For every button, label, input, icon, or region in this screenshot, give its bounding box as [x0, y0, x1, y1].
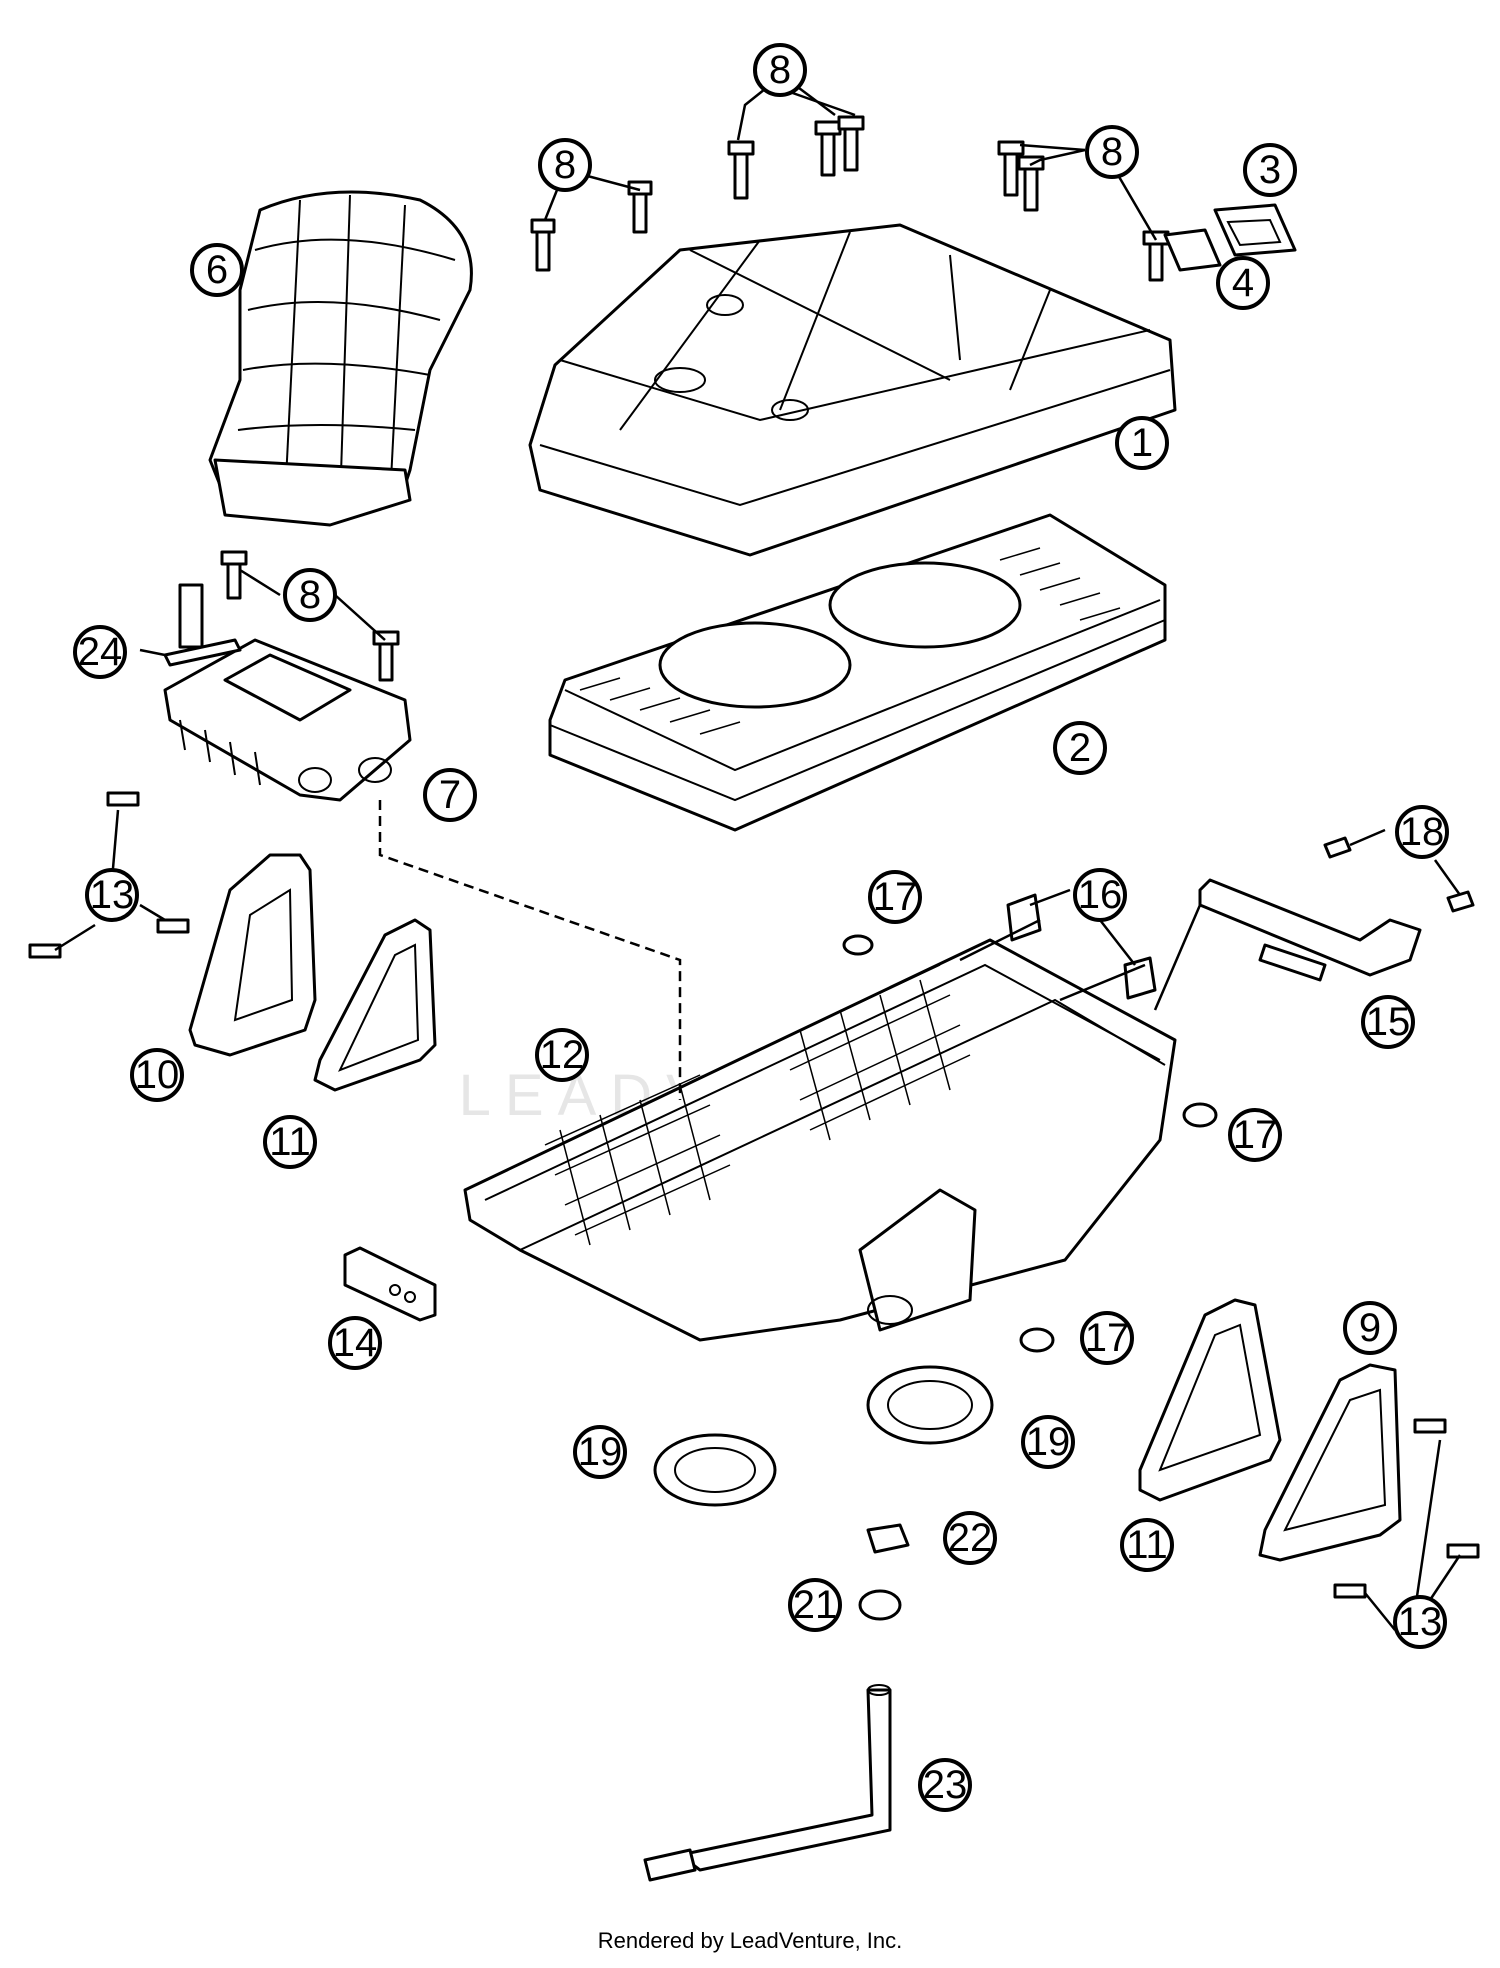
part-14-block [343, 1246, 437, 1322]
part-1-airbox-lid [528, 223, 1177, 557]
callout-12: 12 [535, 1028, 589, 1082]
callout-13-left: 13 [85, 868, 139, 922]
part-18-bolts [1323, 836, 1475, 913]
svg-text:6: 6 [206, 248, 228, 292]
svg-text:4: 4 [1232, 261, 1254, 305]
callout-23: 23 [918, 1758, 972, 1812]
svg-text:10: 10 [135, 1053, 180, 1097]
part-23-drain-hose [643, 1684, 892, 1882]
svg-text:15: 15 [1366, 1000, 1411, 1044]
callout-3: 3 [1243, 143, 1297, 197]
svg-text:11: 11 [269, 1120, 311, 1164]
svg-text:22: 22 [948, 1516, 993, 1560]
part-22-clamp [866, 1523, 910, 1554]
part-15-bracket [1198, 878, 1422, 982]
callout-17-bottom: 17 [1080, 1311, 1134, 1365]
part-19-seals [653, 1365, 994, 1507]
callout-6: 6 [190, 243, 244, 297]
svg-text:7: 7 [439, 773, 461, 817]
svg-text:17: 17 [1233, 1113, 1278, 1157]
part-13-screws [28, 791, 1480, 1599]
svg-text:11: 11 [1126, 1523, 1168, 1567]
callout-8-left: 8 [538, 138, 592, 192]
part-10-bracket [188, 853, 317, 1057]
svg-text:17: 17 [1085, 1316, 1130, 1360]
filter-pleats [579, 547, 1121, 735]
callout-21: 21 [788, 1578, 842, 1632]
svg-text:3: 3 [1259, 148, 1281, 192]
callout-18: 18 [1395, 805, 1449, 859]
callout-17-top: 17 [868, 870, 922, 924]
svg-text:17: 17 [873, 875, 918, 919]
svg-text:13: 13 [1398, 1600, 1443, 1644]
callout-9: 9 [1343, 1301, 1397, 1355]
callout-11-left: 11 [263, 1115, 317, 1169]
base-grid [544, 964, 971, 1246]
svg-text:8: 8 [299, 573, 321, 617]
callout-7: 7 [423, 768, 477, 822]
svg-text:24: 24 [78, 630, 123, 674]
callout-16: 16 [1073, 868, 1127, 922]
svg-text:21: 21 [793, 1583, 838, 1627]
svg-text:19: 19 [1026, 1420, 1071, 1464]
part-2-air-filter [548, 513, 1167, 832]
part-7-adapter [163, 638, 412, 802]
svg-text:9: 9 [1359, 1306, 1381, 1350]
part-9-cover [1258, 1363, 1402, 1562]
callout-10: 10 [130, 1048, 184, 1102]
callout-8-top: 8 [753, 43, 807, 97]
callout-22: 22 [943, 1511, 997, 1565]
svg-text:8: 8 [554, 143, 576, 187]
callout-19-right: 19 [1021, 1415, 1075, 1469]
svg-text:8: 8 [1101, 130, 1123, 174]
callout-24: 24 [73, 625, 127, 679]
assembly-line [378, 800, 682, 1100]
svg-text:13: 13 [90, 873, 135, 917]
callout-17-right: 17 [1228, 1108, 1282, 1162]
svg-text:12: 12 [540, 1033, 585, 1077]
callout-2: 2 [1053, 721, 1107, 775]
part-21-grommet [858, 1589, 902, 1621]
callout-8-right: 8 [1085, 125, 1139, 179]
svg-text:2: 2 [1069, 726, 1091, 770]
svg-text:18: 18 [1400, 810, 1445, 854]
part-16-clips [1006, 893, 1157, 1000]
svg-text:19: 19 [578, 1430, 623, 1474]
callout-11-right: 11 [1120, 1518, 1174, 1572]
part-12-airbox-base [463, 938, 1177, 1342]
callout-13-right: 13 [1393, 1595, 1447, 1649]
part-24-rod [163, 583, 242, 667]
part-4-gasket [1163, 228, 1222, 272]
part-6-intake-snorkel [208, 190, 473, 527]
svg-text:23: 23 [923, 1763, 968, 1807]
svg-text:8: 8 [769, 48, 791, 92]
callout-8-adapter: 8 [283, 568, 337, 622]
svg-text:1: 1 [1131, 421, 1153, 465]
callout-19-left: 19 [573, 1425, 627, 1479]
footer-credit: Rendered by LeadVenture, Inc. [597, 1928, 903, 1953]
callout-14: 14 [328, 1316, 382, 1370]
svg-text:16: 16 [1078, 873, 1123, 917]
part-11-gasket-right [1138, 1298, 1282, 1502]
leader-lines [54, 83, 1462, 1631]
callout-1: 1 [1115, 416, 1169, 470]
callout-4: 4 [1216, 256, 1270, 310]
part-3-cap [1213, 203, 1297, 257]
part-17-grommets [842, 934, 1218, 1353]
svg-text:14: 14 [333, 1321, 378, 1365]
callout-15: 15 [1361, 995, 1415, 1049]
part-11-gasket-left [313, 918, 437, 1092]
